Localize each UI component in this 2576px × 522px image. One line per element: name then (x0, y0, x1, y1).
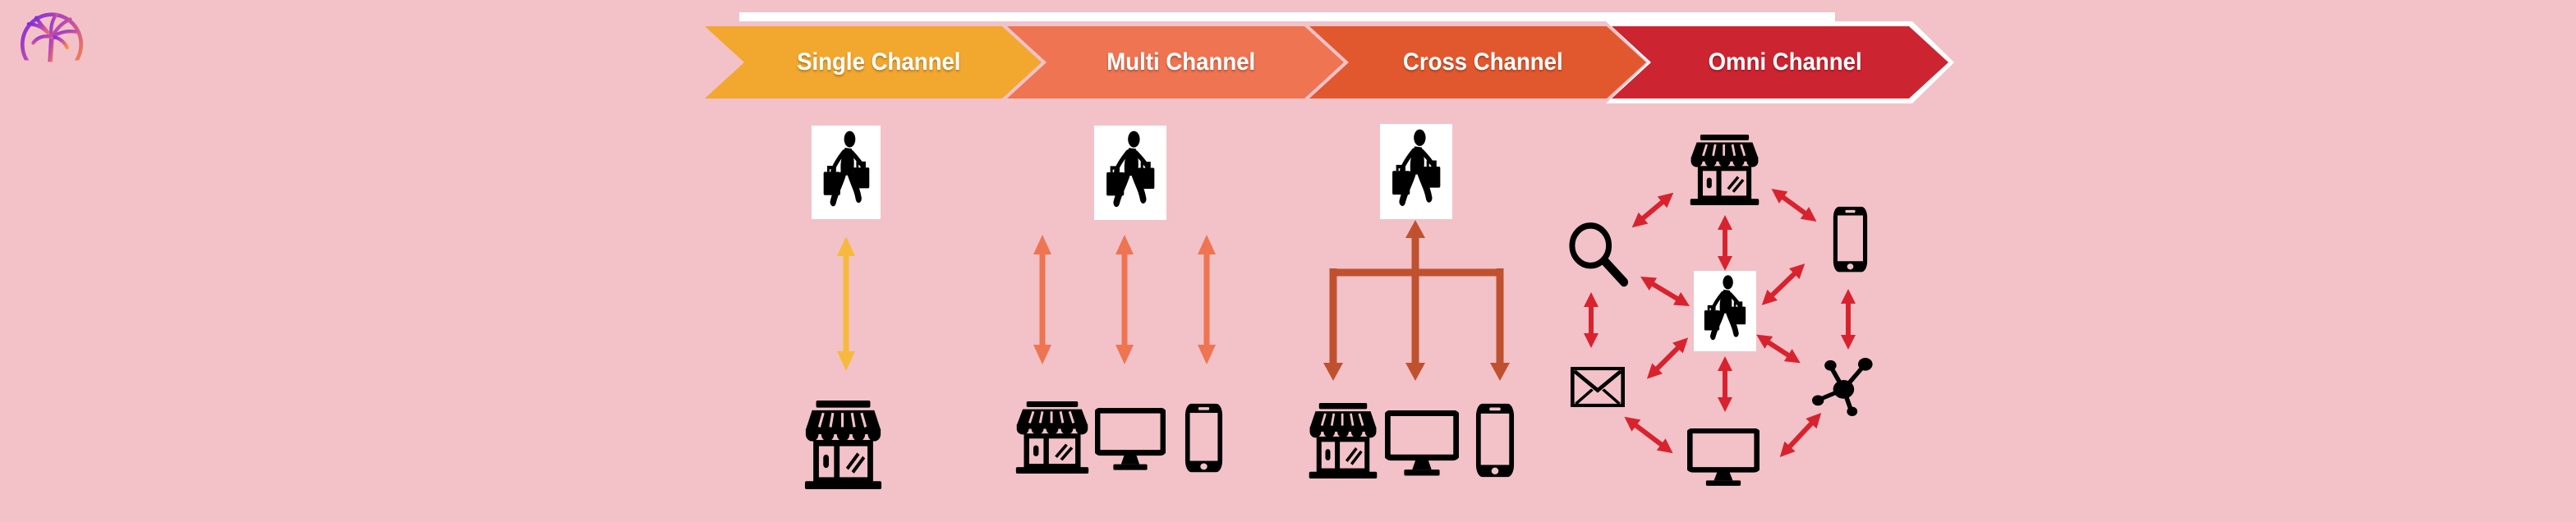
double-arrow (1115, 235, 1134, 364)
smartphone-icon (1833, 206, 1868, 273)
banner-step-omni-label: Omni Channel (1708, 48, 1862, 76)
customer-box (1094, 126, 1166, 220)
double-arrow (1636, 269, 1694, 313)
branching-arrow (1314, 220, 1520, 381)
monitor-icon (1385, 410, 1459, 478)
customer-box (1380, 124, 1452, 219)
email-icon (1571, 366, 1625, 408)
double-arrow (1626, 186, 1678, 234)
customer-box (812, 126, 881, 219)
banner-step-omni: Omni Channel (1612, 26, 1948, 98)
double-arrow (1717, 215, 1733, 271)
smartphone-icon (1475, 403, 1515, 478)
palm-tree-icon (13, 10, 90, 89)
banner-step-single: Single Channel (705, 26, 1042, 98)
search-icon (1566, 221, 1630, 290)
shopper-icon (1385, 128, 1447, 216)
double-arrow (1197, 235, 1217, 364)
store-icon (1308, 403, 1378, 478)
shopper-icon (1698, 274, 1751, 348)
customer-box (1694, 271, 1756, 351)
shopper-icon (816, 130, 876, 216)
monitor-icon (1095, 408, 1166, 472)
double-arrow (1033, 235, 1052, 364)
double-arrow (1840, 289, 1856, 350)
double-arrow (836, 236, 856, 371)
store-icon (1014, 401, 1090, 474)
double-arrow (1717, 356, 1733, 412)
double-arrow (1752, 327, 1806, 370)
double-arrow (1641, 332, 1694, 384)
palm-sunset-logo (13, 10, 90, 89)
banner-step-multi: Multi Channel (1007, 26, 1344, 98)
double-arrow (1583, 292, 1599, 348)
smartphone-icon (1184, 403, 1223, 474)
double-arrow (1619, 410, 1677, 460)
double-arrow (1756, 258, 1810, 311)
banner-strip (739, 12, 1835, 21)
store-icon (803, 401, 883, 489)
banner-step-single-label: Single Channel (796, 48, 961, 76)
share-network-icon (1812, 358, 1878, 416)
double-arrow (1767, 182, 1822, 228)
banner-step-multi-label: Multi Channel (1106, 48, 1255, 76)
banner-step-cross-label: Cross Channel (1403, 48, 1563, 76)
double-arrow (1773, 407, 1827, 463)
monitor-icon (1687, 428, 1760, 488)
shopper-icon (1099, 130, 1162, 217)
store-icon (1689, 135, 1760, 205)
banner-step-cross: Cross Channel (1309, 26, 1646, 98)
